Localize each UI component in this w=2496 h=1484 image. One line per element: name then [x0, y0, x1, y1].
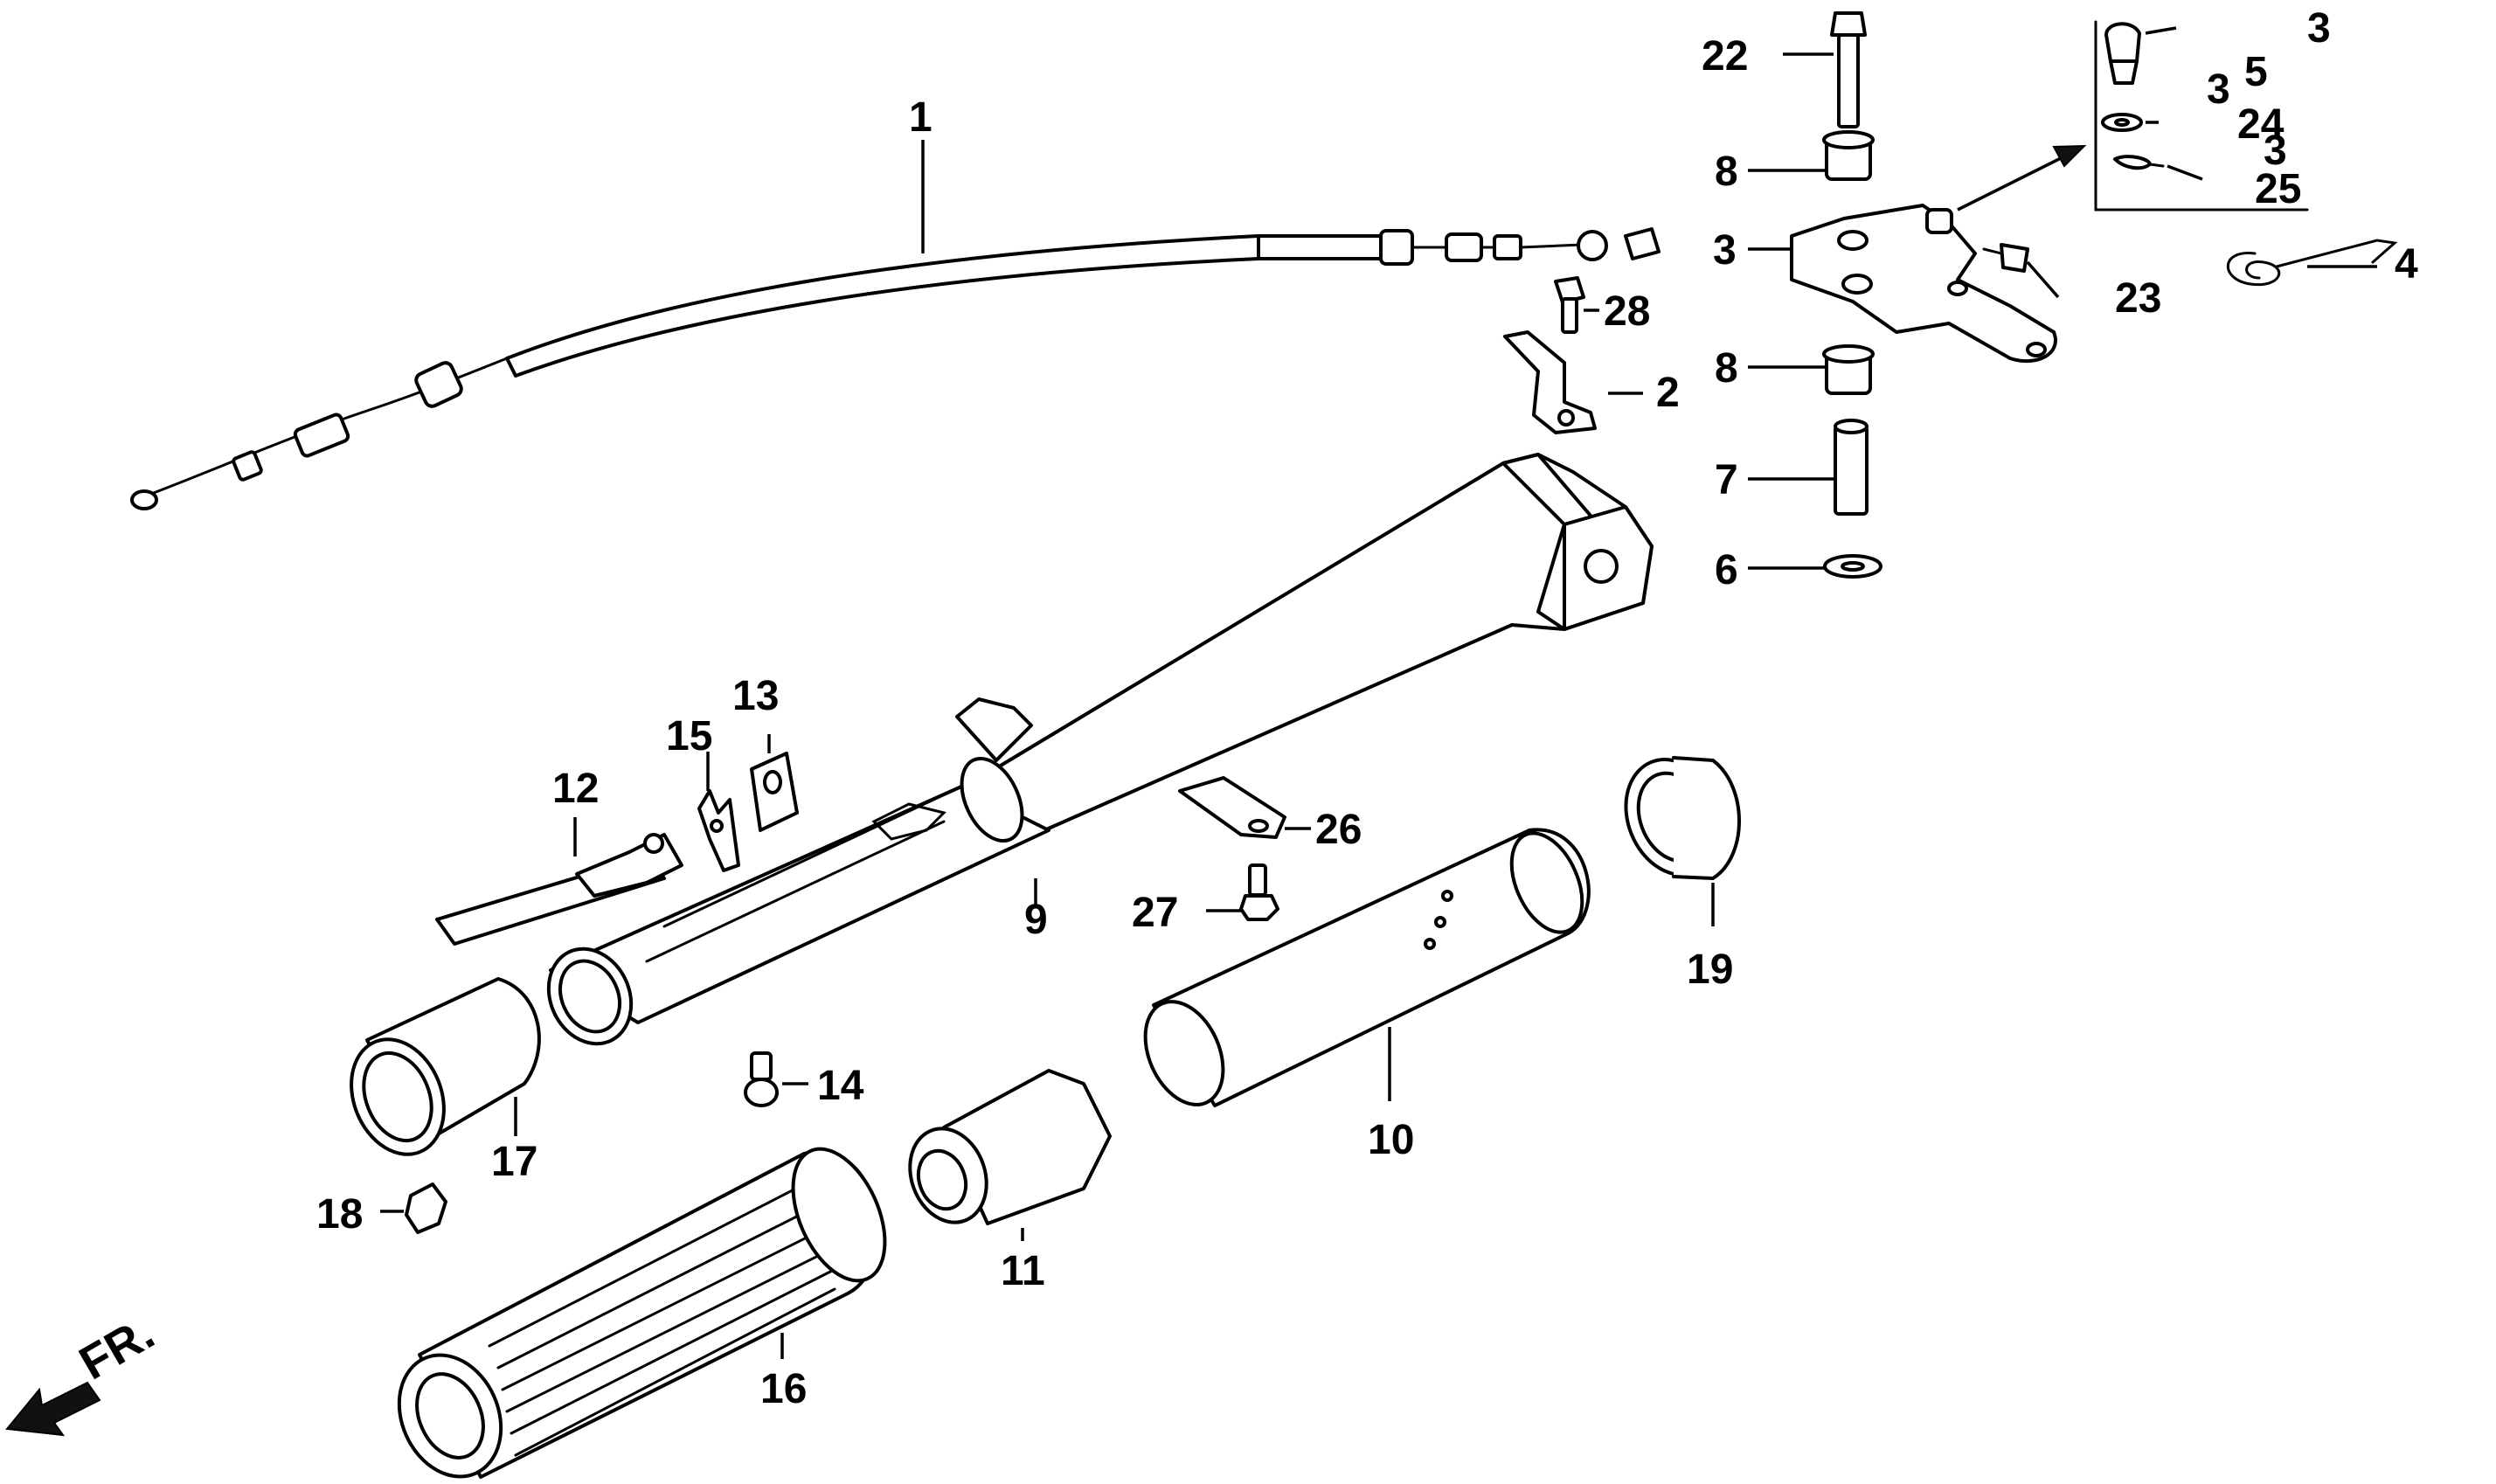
lever-grip [397, 1147, 887, 1479]
callout-8-upper: 8 [1715, 149, 1738, 195]
detail-inset [2094, 20, 2309, 212]
callout-4: 4 [2395, 241, 2418, 288]
bushing-upper [1822, 130, 1875, 181]
callout-6: 6 [1715, 547, 1738, 593]
ratchet-pawl [750, 752, 799, 832]
brake-lever [546, 453, 1654, 1046]
callout-3-bracket: 3 [1713, 227, 1737, 274]
callout-10: 10 [1368, 1117, 1414, 1163]
hex-bolt-27 [1239, 863, 1279, 921]
callout-14: 14 [817, 1063, 864, 1109]
callout-8-lower: 8 [1715, 345, 1738, 392]
detail-arrow [1957, 144, 2087, 212]
hex-bolt-23 [1982, 243, 2029, 273]
callout-18: 18 [316, 1191, 363, 1238]
pivot-collar [1834, 419, 1869, 516]
lever-collar [1624, 756, 1741, 880]
callout-7: 7 [1715, 457, 1738, 503]
pivot-bolt [1830, 11, 1867, 128]
callout-23: 23 [2115, 275, 2161, 322]
leader-lines [380, 26, 2377, 1359]
callout-13: 13 [732, 673, 779, 719]
release-rod [435, 833, 683, 946]
bushing-lower [1822, 344, 1875, 395]
callout-27: 27 [1132, 890, 1178, 936]
callout-3-pin: 3 [2207, 66, 2230, 113]
callout-15: 15 [666, 713, 712, 759]
callout-24: 24 [2237, 101, 2285, 148]
equalizer-bracket [1790, 204, 2057, 364]
return-spring [2226, 239, 2398, 287]
release-button [908, 1069, 1112, 1225]
callout-5: 5 [2244, 49, 2268, 95]
callout-3-cotter: 3 [2264, 128, 2287, 174]
front-label: FR. [71, 1307, 163, 1390]
callout-1: 1 [909, 94, 933, 141]
set-screw [744, 1051, 779, 1107]
callouts: 1 2 3 3 3 3 4 5 6 7 8 8 9 10 11 12 13 14… [316, 5, 2418, 1412]
callout-26: 26 [1315, 807, 1362, 853]
callout-25: 25 [2255, 166, 2301, 212]
callout-17: 17 [491, 1139, 537, 1185]
callout-22: 22 [1702, 33, 1748, 80]
brake-cable [130, 227, 1661, 510]
callout-11: 11 [1001, 1248, 1045, 1294]
square-nut [405, 1182, 447, 1234]
callout-16: 16 [760, 1366, 807, 1412]
lever-end-cap [350, 977, 541, 1156]
retaining-clip [697, 789, 740, 872]
hex-bolt-28 [1554, 276, 1585, 334]
callout-2: 2 [1656, 370, 1680, 416]
callout-3-cap: 3 [2307, 5, 2331, 52]
callout-28: 28 [1604, 288, 1650, 335]
cable-bracket [1503, 330, 1597, 434]
switch-plate [1178, 776, 1286, 839]
lever-tube [1143, 828, 1591, 1107]
callout-9: 9 [1024, 897, 1048, 943]
front-direction-indicator: FR. [5, 1307, 163, 1437]
washer [1823, 554, 1882, 579]
callout-19: 19 [1687, 947, 1733, 993]
callout-12: 12 [552, 766, 599, 812]
